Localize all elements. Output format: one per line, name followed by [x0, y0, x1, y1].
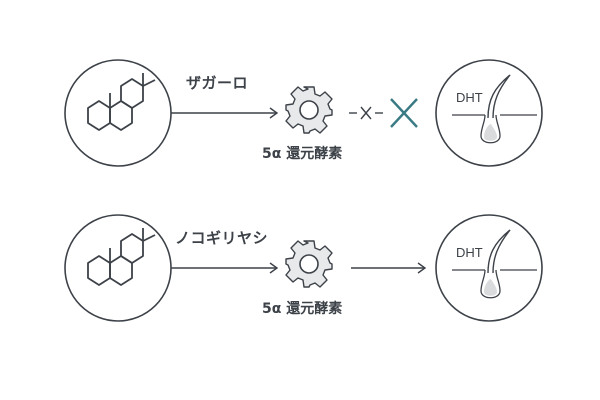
compound-label-saw-palmetto: ノコギリヤシ — [175, 229, 269, 247]
enzyme-label: 5α 還元酵素 — [262, 301, 343, 317]
gear-icon — [285, 240, 333, 288]
dht-label: DHT — [456, 245, 483, 260]
blocked-marker — [349, 106, 383, 120]
arrow-right-icon — [351, 262, 427, 274]
dht-label: DHT — [456, 90, 483, 105]
arrow-right-icon — [171, 262, 279, 274]
block-x-icon — [390, 98, 418, 128]
compound-label-zagallo: ザガーロ — [186, 74, 249, 92]
row-saw-palmetto — [64, 214, 543, 322]
row-zagallo — [64, 59, 543, 167]
hair-follicle-icon — [435, 59, 543, 167]
gear-icon — [285, 86, 333, 134]
steroid-molecule-icon — [64, 59, 172, 167]
arrow-right-icon — [171, 107, 279, 119]
enzyme-label: 5α 還元酵素 — [262, 146, 343, 162]
steroid-molecule-icon — [64, 214, 172, 322]
hair-follicle-icon — [435, 214, 543, 322]
